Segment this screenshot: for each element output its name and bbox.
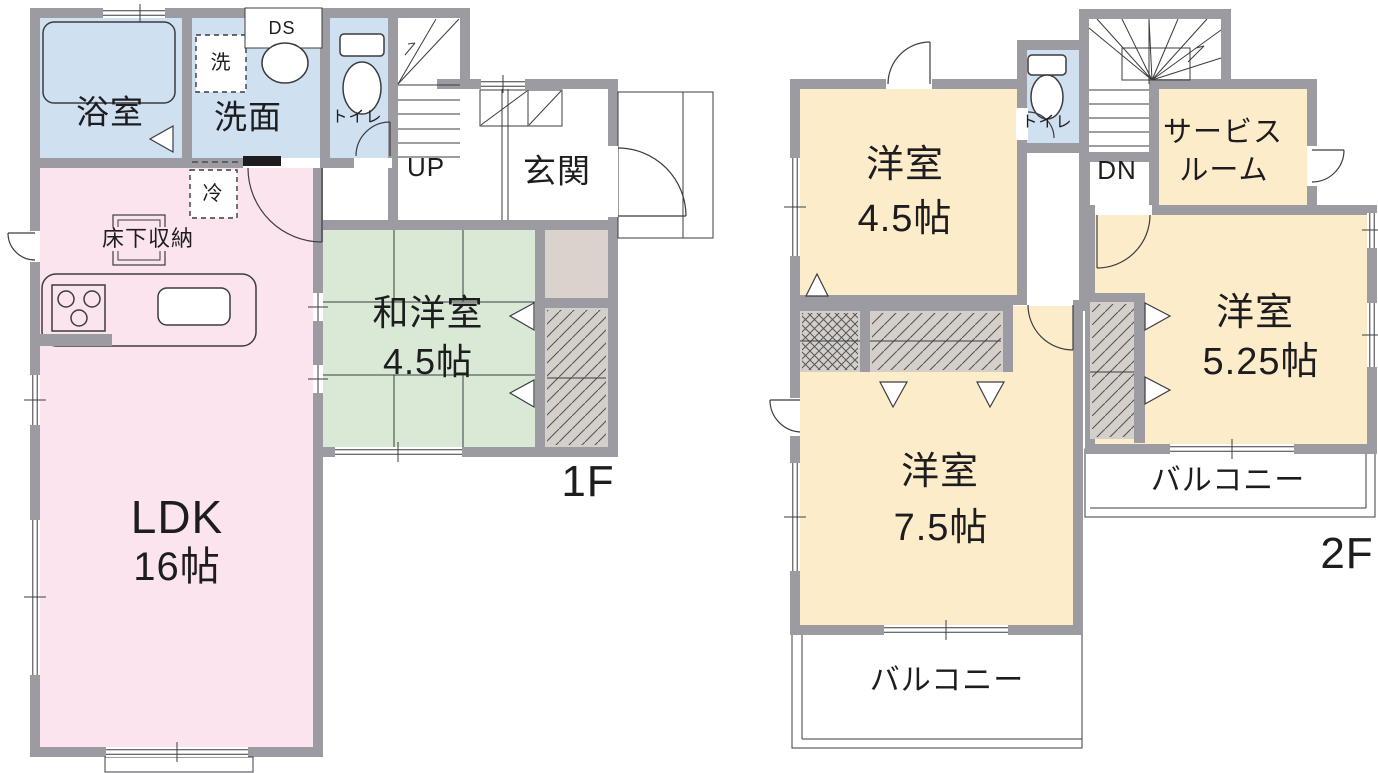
duct-label: DS: [268, 18, 296, 38]
stairs-2f-walls: [1079, 9, 1231, 162]
balcony-south-label: バルコニー: [869, 664, 1025, 697]
windows-1f: [24, 4, 525, 762]
stairs-1f: [397, 18, 460, 158]
closet-hatch-1f: [547, 310, 606, 445]
window: [106, 742, 248, 762]
kitchen-counter: [35, 273, 257, 347]
entrance-label: 玄関: [523, 152, 591, 190]
washitsu-size-label: 4.5帖: [382, 341, 474, 382]
shoe-cabinet: [479, 89, 563, 127]
wall: [460, 13, 470, 89]
wall: [1073, 300, 1083, 635]
tatami-lines: [323, 230, 535, 447]
laundry-box: [195, 34, 247, 93]
west75-label: 洋室: [900, 451, 980, 493]
ldk-entry-door: [192, 156, 323, 243]
closet-west525: [1085, 293, 1145, 443]
window: [335, 442, 462, 462]
window: [884, 620, 1008, 640]
window: [24, 520, 46, 675]
toilet-1f-label: トイレ: [331, 109, 383, 126]
floor-1f-plan: [7, 4, 714, 773]
closet-door-marker: [805, 272, 829, 297]
room-west45: [790, 79, 1027, 305]
west75-side-door: [769, 398, 801, 436]
west45-door: [886, 41, 932, 89]
window: [784, 158, 806, 256]
balcony-east-label: バルコニー: [1150, 464, 1306, 497]
washbasin: [261, 42, 309, 84]
closet-door-marker: [976, 381, 1006, 409]
window: [1362, 213, 1378, 248]
floor1-label: 1F: [561, 457, 615, 506]
window: [24, 375, 46, 425]
west45-label: 洋室: [865, 144, 945, 186]
duct-space: [244, 7, 323, 49]
wall: [437, 79, 618, 89]
room-washitsu: [313, 220, 545, 457]
ldk-label: LDK: [130, 491, 224, 543]
kitchen-sink: [157, 287, 231, 326]
window: [1170, 439, 1294, 459]
bathtub: [42, 21, 176, 104]
stove: [51, 284, 106, 332]
stairs-2f: [1088, 18, 1222, 147]
window: [784, 463, 806, 571]
toilet-2f-door: [1016, 108, 1055, 140]
window: [481, 75, 525, 93]
toilet-1f-door: [354, 121, 392, 168]
terrace-step: [104, 756, 254, 773]
west45-size-label: 4.5帖: [857, 198, 953, 240]
closet-door-marker: [508, 378, 535, 409]
room-ldk: [30, 158, 323, 757]
west525-label: 洋室: [1215, 292, 1295, 334]
stairs-dn-label: DN: [1097, 155, 1137, 185]
wall: [388, 220, 510, 230]
west525-door: [1095, 205, 1152, 269]
west75-size-label: 7.5帖: [893, 507, 989, 549]
fridge-box: [189, 169, 238, 219]
closet-door-marker: [1144, 376, 1172, 406]
wall: [388, 8, 470, 18]
entrance-tile: [535, 220, 618, 308]
kitchen-side-door: [7, 231, 40, 262]
floor-2f-plan: [769, 9, 1378, 749]
window: [1362, 303, 1378, 367]
balcony-east: [1084, 448, 1376, 518]
closet-door-marker: [508, 301, 535, 332]
washitsu-label: 和洋室: [372, 292, 484, 333]
sliding-opening: [308, 293, 328, 321]
service-room-label-1: サービス: [1162, 116, 1284, 149]
bath-door-marker: [148, 124, 174, 154]
wall: [1079, 152, 1090, 311]
closet-hatch-west75: [870, 313, 1001, 370]
closet-hatch-west45: [800, 313, 860, 370]
toilet-2f-label: トイレ: [1021, 114, 1073, 131]
entrance-door: [608, 146, 687, 217]
ldk-size-label: 16帖: [133, 545, 221, 589]
room-west75: [800, 372, 1073, 630]
laundry-label: 洗: [210, 52, 232, 74]
bath-label: 浴室: [76, 93, 144, 131]
sliding-opening: [308, 365, 328, 393]
underfloor-label: 床下収納: [99, 226, 197, 251]
balcony-south: [791, 629, 1083, 749]
wall: [388, 13, 398, 230]
west525-size-label: 5.25帖: [1202, 341, 1320, 383]
fridge-label: 冷: [202, 183, 224, 205]
service-room-label-2: ルーム: [1179, 154, 1269, 187]
floor2-label: 2F: [1320, 529, 1374, 578]
window: [103, 4, 165, 22]
windows-2f: [784, 158, 1378, 640]
entrance-porch: [617, 91, 714, 239]
service-room-door: [1307, 146, 1345, 186]
toilet-2f-fixture: [1027, 54, 1067, 120]
closet-door-marker: [879, 381, 909, 409]
stairs-up-label: UP: [406, 152, 446, 182]
closet-door-marker: [1144, 302, 1172, 332]
washroom-label: 洗面: [214, 98, 282, 136]
west75-door: [1027, 304, 1074, 351]
toilet-1f-fixture: [339, 33, 385, 115]
